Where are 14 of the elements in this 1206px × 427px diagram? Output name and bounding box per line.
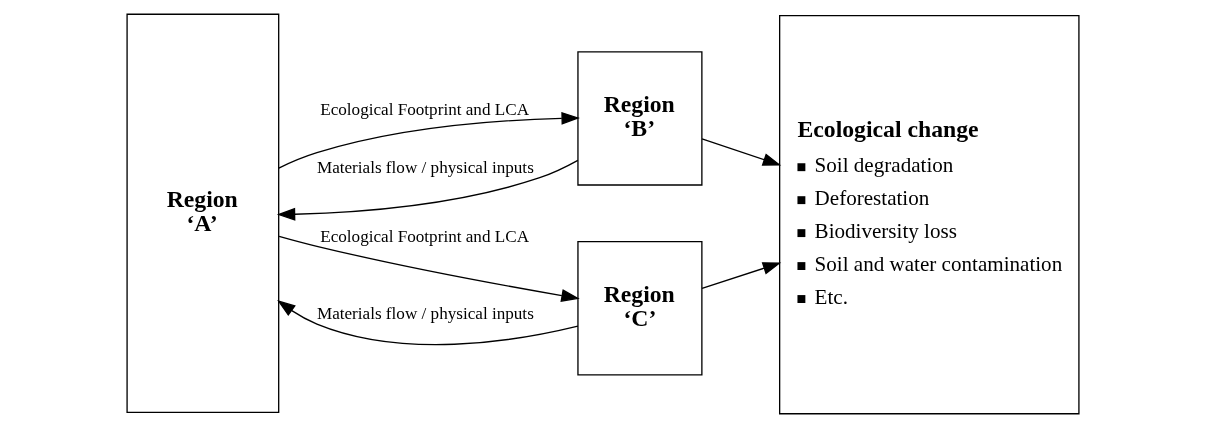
edge-label: Ecological Footprint and LCA xyxy=(320,99,530,119)
arrow xyxy=(278,111,580,169)
arrow xyxy=(276,159,579,221)
node-box: Region ‘A’ xyxy=(126,13,280,413)
edge-label: Materials flow / physical inputs xyxy=(316,303,534,323)
edge-label: Materials flow / physical inputs xyxy=(316,157,534,177)
node-box: Ecological change Soil degradation Deforestation Biodiversity loss Soil and water contamination Etc. xyxy=(779,14,1080,414)
edge-label: Ecological Footprint and LCA xyxy=(320,226,530,246)
node-box: Region ‘C’ xyxy=(577,240,703,375)
arrow xyxy=(278,235,580,302)
node-box: Region ‘B’ xyxy=(577,50,703,186)
arrow xyxy=(277,299,579,345)
arrow xyxy=(701,261,782,289)
arrow xyxy=(701,137,782,166)
